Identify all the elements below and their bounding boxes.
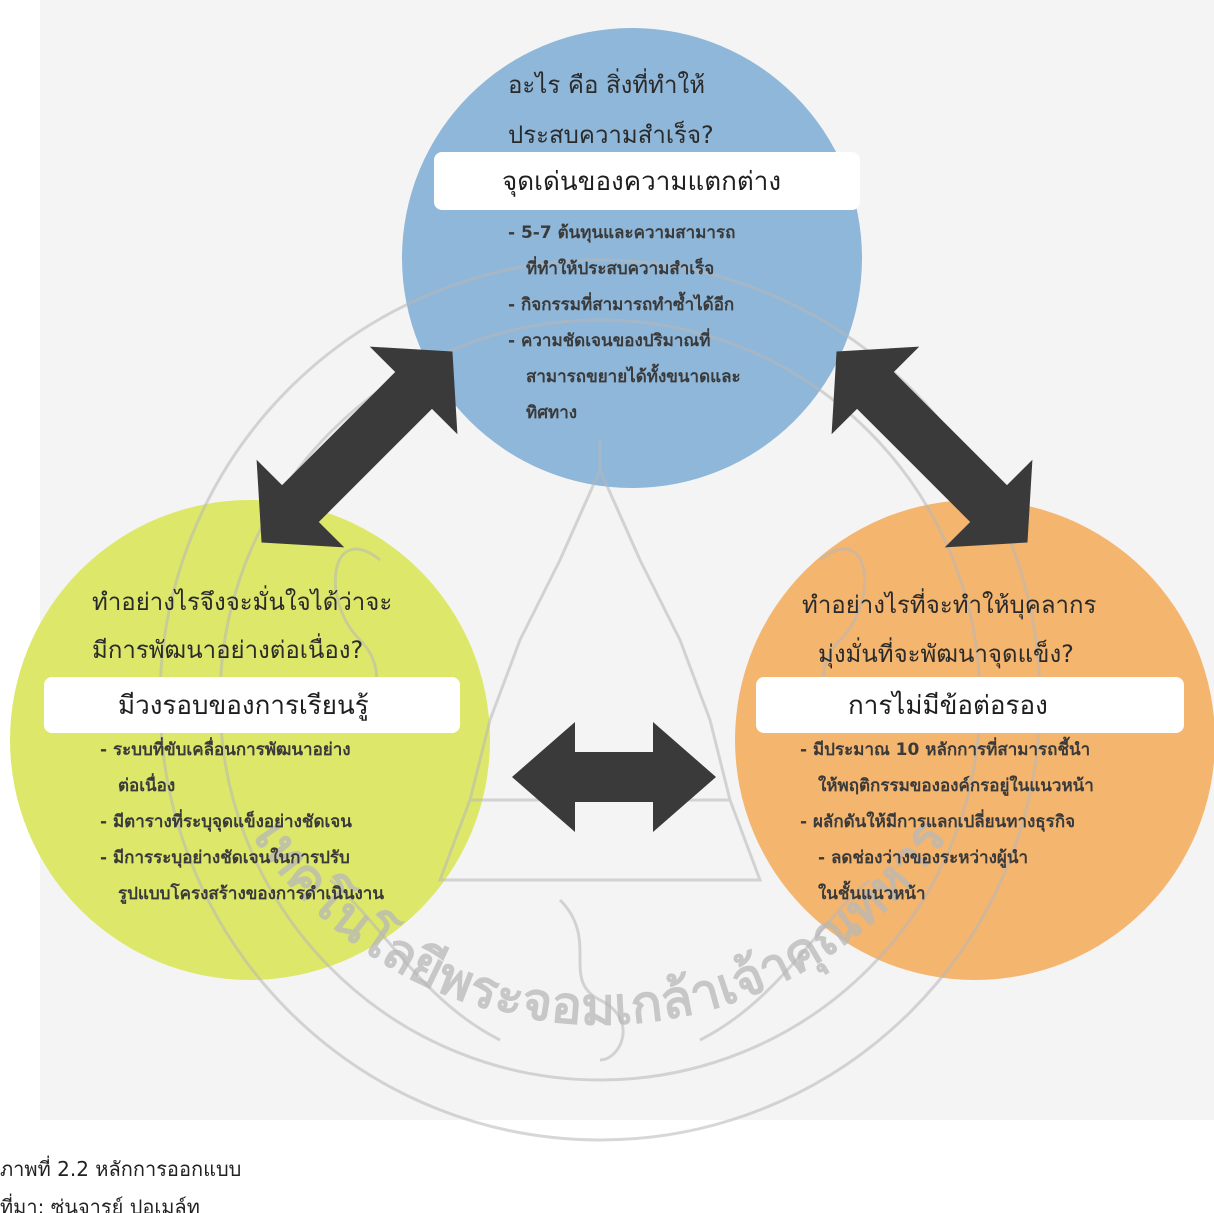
top-question-line-2: ประสบความสำเร็จ?: [508, 121, 714, 149]
top-point-3-cont: สามารถขยายได้ทั้งขนาดและ: [526, 367, 741, 387]
left-point-1: - ระบบที่ขับเคลื่อนการพัฒนาอย่าง: [100, 740, 351, 760]
figure-source: ที่มา: ซุ่นจารย์ ปอเมล์ท: [0, 1195, 200, 1213]
top-point-1: - 5-7 ต้นทุนและความสามารถ: [508, 223, 736, 243]
right-heading-text: การไม่มีข้อต่อรอง: [848, 690, 1048, 721]
arrow-top-left: [256, 346, 458, 548]
right-point-3: - ลดช่องว่างของระหว่างผู้นำ: [818, 848, 1028, 868]
left-heading-text: มีวงรอบของการเรียนรู้: [118, 690, 369, 721]
right-point-3-cont: ในชั้นแนวหน้า: [818, 884, 926, 904]
figure-caption: ภาพที่ 2.2 หลักการออกแบบ: [0, 1157, 242, 1181]
left-circle: [10, 500, 490, 980]
right-question-line-1: ทำอย่างไรที่จะทำให้บุคลากร: [802, 591, 1097, 619]
left-points: - ระบบที่ขับเคลื่อนการพัฒนาอย่าง ต่อเนื่…: [100, 732, 384, 912]
left-point-2: - มีตารางที่ระบุจุดแข็งอย่างชัดเจน: [100, 812, 352, 832]
top-heading: จุดเด่นของความแตกต่าง: [434, 152, 860, 210]
left-question-line-1: ทำอย่างไรจึงจะมั่นใจได้ว่าจะ: [92, 588, 393, 616]
left-point-3: - มีการระบุอย่างชัดเจนในการปรับ: [100, 848, 350, 868]
top-point-1-cont: ที่ทำให้ประสบความสำเร็จ: [526, 259, 715, 279]
right-question-line-2: มุ่งมั่นที่จะพัฒนาจุดแข็ง?: [818, 640, 1074, 668]
right-heading: การไม่มีข้อต่อรอง: [756, 677, 1184, 733]
left-point-3-cont: รูปแบบโครงสร้างของการดำเนินงาน: [118, 884, 384, 904]
arrow-horizontal: [512, 722, 716, 832]
top-point-3: - ความชัดเจนของปริมาณที่: [508, 331, 711, 351]
left-heading: มีวงรอบของการเรียนรู้: [44, 677, 460, 733]
arrow-top-right: [831, 346, 1033, 548]
top-heading-text: จุดเด่นของความแตกต่าง: [502, 166, 782, 197]
right-point-1-cont: ให้พฤติกรรมขององค์กรอยู่ในแนวหน้า: [818, 776, 1094, 796]
right-point-1: - มีประมาณ 10 หลักการที่สามารถชี้นำ: [800, 740, 1091, 760]
top-circle: [402, 28, 862, 488]
left-point-1-cont: ต่อเนื่อง: [118, 776, 176, 796]
right-point-2: - ผลักดันให้มีการแลกเปลี่ยนทางธุรกิจ: [800, 812, 1076, 832]
left-question-line-2: มีการพัฒนาอย่างต่อเนื่อง?: [92, 636, 364, 664]
top-point-3-cont-2: ทิศทาง: [526, 403, 578, 423]
top-points: - 5-7 ต้นทุนและความสามารถ ที่ทำให้ประสบค…: [508, 215, 741, 431]
top-point-2: - กิจกรรมที่สามารถทำซ้ำได้อีก: [508, 295, 735, 315]
right-points: - มีประมาณ 10 หลักการที่สามารถชี้นำ ให้พ…: [800, 732, 1094, 912]
top-question-line-1: อะไร คือ สิ่งที่ทำให้: [508, 71, 706, 99]
